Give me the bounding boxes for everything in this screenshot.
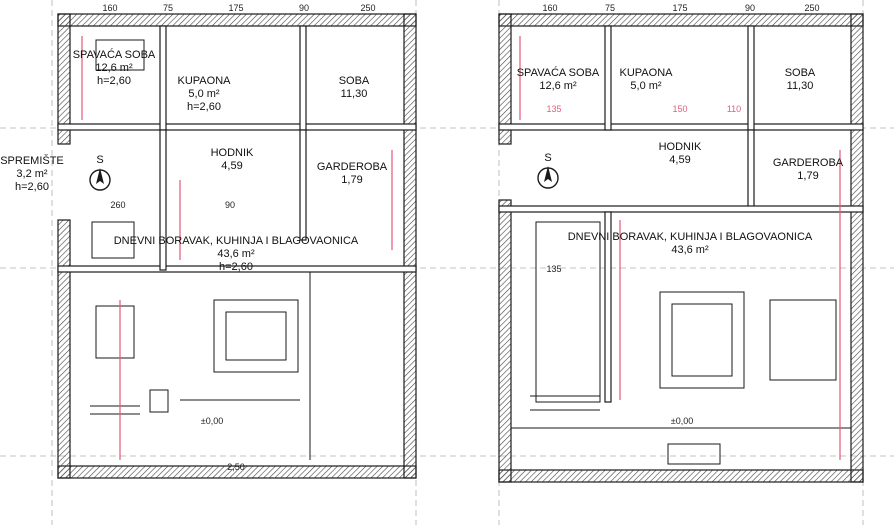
level-label: ±0,00 [201,416,223,426]
dimension-label: 90 [299,3,309,13]
room-height: h=2,60 [219,261,253,273]
dimension-label: 135 [546,264,561,274]
dimension-label: 175 [672,3,687,13]
north-arrow-label: S [96,154,103,166]
dimension-label: 90 [745,3,755,13]
left-plan: SPAVAĆA SOBA 12,6 m² h=2,60 KUPAONA 5,0 … [0,3,417,479]
room-name: SOBA [339,75,370,87]
dimension-label: 250 [804,3,819,13]
room-height: h=2,60 [187,101,221,113]
north-arrow-icon: S [537,152,559,189]
room-name: DNEVNI BORAVAK, KUHINJA I BLAGOVAONICA [114,235,359,247]
room-name: SPAVAĆA SOBA [517,66,600,79]
room-name: GARDEROBA [773,157,844,169]
dimension-label: 160 [102,3,117,13]
room-name: DNEVNI BORAVAK, KUHINJA I BLAGOVAONICA [568,231,813,243]
right-plan: SPAVAĆA SOBA 12,6 m² KUPAONA 5,0 m² SOBA… [498,3,864,483]
room-area: 11,30 [341,88,368,100]
room-area: 12,6 m² [539,80,577,92]
north-arrow-label: S [544,152,551,164]
room-height: h=2,60 [97,75,131,87]
room-name: SOBA [785,67,816,79]
room-name: KUPAONA [178,75,232,87]
dimension-label: 175 [228,3,243,13]
left-furniture [90,39,311,460]
right-outer-walls [498,13,864,483]
dimension-label: 250 [360,3,375,13]
room-name: SPREMIŠTE [0,154,64,167]
room-name: KUPAONA [620,67,674,79]
dimension-label: 110 [727,104,741,114]
right-red-accents [519,36,841,460]
dimension-label: 260 [110,200,125,210]
room-area: 5,0 m² [188,88,220,100]
room-height: h=2,60 [15,181,49,193]
dimension-label: 160 [542,3,557,13]
left-interior-walls [57,25,417,273]
room-area: 12,6 m² [95,62,133,74]
room-name: HODNIK [211,147,254,159]
room-area: 3,2 m² [16,168,48,180]
right-furniture [511,221,851,465]
dimension-label: 135 [546,104,561,114]
room-area: 11,30 [787,80,814,92]
level-label: ±0,00 [671,416,693,426]
room-area: 1,79 [797,170,818,182]
room-area: 1,79 [341,174,362,186]
room-area: 43,6 m² [217,248,255,260]
dimension-label: 75 [605,3,615,13]
dimension-label: 90 [225,200,235,210]
dimension-label: 75 [163,3,173,13]
dimension-label: 2,50 [227,462,245,472]
right-interior-walls [498,25,864,403]
room-area: 5,0 m² [630,80,662,92]
room-area: 4,59 [669,154,690,166]
room-area: 43,6 m² [671,244,709,256]
room-name: SPAVAĆA SOBA [73,48,156,61]
dimension-label: 150 [672,104,687,114]
room-name: HODNIK [659,141,702,153]
room-area: 4,59 [221,160,242,172]
room-name: GARDEROBA [317,161,388,173]
left-red-accents [81,36,393,460]
north-arrow-icon: S [89,154,111,191]
left-outer-walls [57,13,417,479]
